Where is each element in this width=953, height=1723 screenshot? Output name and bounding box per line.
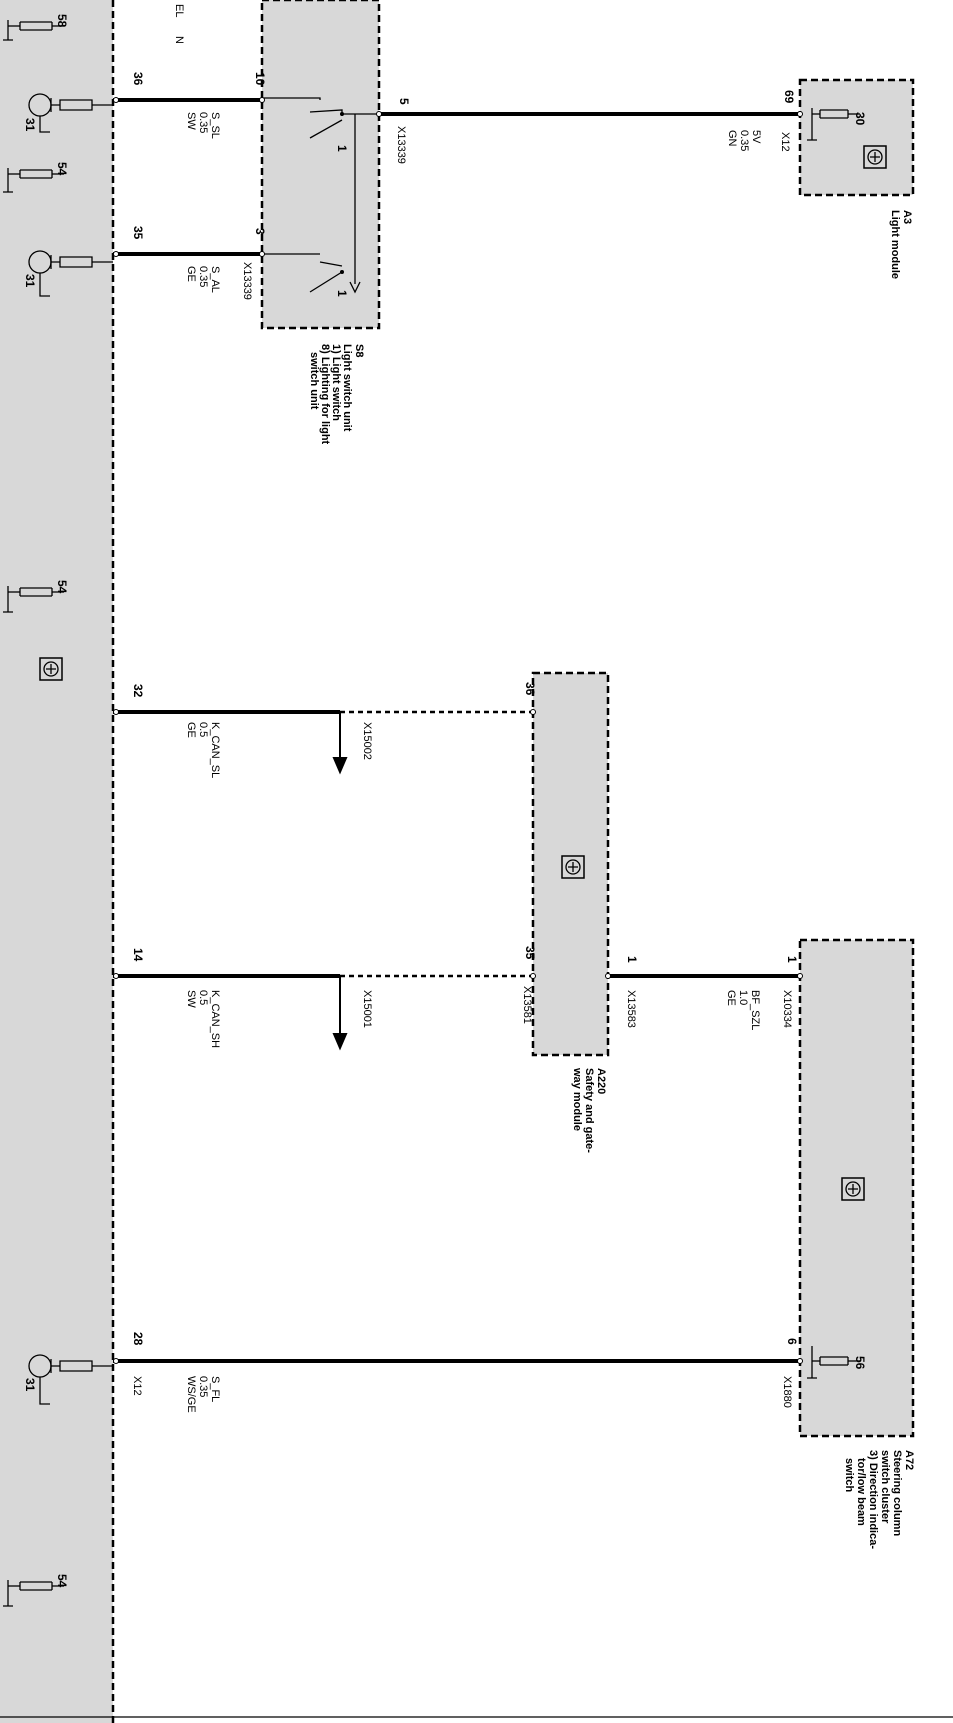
left-module-icon: [39, 657, 63, 681]
wire-signal: K_CAN_SH: [209, 990, 221, 1048]
gateway-module-icon: [561, 855, 585, 879]
light-module-signal: 5V: [750, 130, 762, 144]
transistor-number: 31: [23, 118, 37, 132]
wire-color: SW: [185, 112, 197, 130]
gateway-module-box: [531, 671, 610, 1057]
wire-signal: S_FL: [209, 1376, 221, 1402]
switch-contact-label: 1: [335, 145, 349, 152]
light-module-box: [798, 78, 915, 197]
wire-gauge: 0.5: [197, 722, 209, 737]
pin-left: 32: [131, 684, 145, 698]
steering-desc-line: 3) Direction indica-: [867, 1450, 879, 1549]
gateway-module-id: A220: [595, 1068, 607, 1094]
wire-color: WS/GE: [185, 1376, 197, 1413]
gateway-module-desc-line: Safety and gate-: [583, 1068, 595, 1153]
steering-desc-line: switch: [843, 1458, 855, 1493]
steering-color: GE: [725, 990, 737, 1006]
arrow-down: [332, 976, 348, 1051]
light-module-id: A3: [901, 210, 913, 224]
steering-pin: 1: [785, 956, 799, 963]
switch-desc-line: 1) Light switch: [330, 344, 342, 421]
steering-desc-line: tor/low beam: [855, 1458, 867, 1526]
steering-switch-id: A72: [903, 1450, 915, 1470]
wire-color: SW: [185, 990, 197, 1008]
wire-color: GE: [185, 722, 197, 738]
steering-desc-line: switch cluster: [879, 1450, 891, 1524]
light-module-pin: 69: [782, 90, 796, 104]
switch-out-pin: 5: [397, 98, 411, 105]
wire-gauge: 0.5: [197, 990, 209, 1005]
gateway-module-desc-line: way module: [571, 1067, 583, 1131]
switch-out-connector: X13339: [395, 126, 407, 164]
light-module-name: Light module: [889, 210, 901, 279]
pin-right: 6: [785, 1338, 799, 1345]
connector-label: X15002: [361, 722, 373, 760]
steering-switch-box: [798, 938, 915, 1438]
switch-contacts: 1 1: [262, 97, 379, 297]
connector-label: X15001: [361, 990, 373, 1028]
steering-connector: X10334: [781, 990, 793, 1028]
connector-label: X12: [131, 1376, 143, 1396]
switch-desc-line: Light switch unit: [341, 344, 353, 432]
ground-symbol-54: 54: [3, 580, 69, 613]
transistor-symbol: 31: [23, 93, 113, 133]
ground-number: 54: [55, 162, 69, 176]
switch-contact-label: 1: [335, 290, 349, 297]
gateway-connector: X13583: [625, 990, 637, 1028]
transistor-symbol: 31: [23, 1354, 113, 1405]
left-partial-label-1: EL: [173, 4, 185, 17]
pin-left: 35: [131, 226, 145, 240]
steering-gauge: 1.0: [737, 990, 749, 1005]
steering-signal: BF_SZL: [749, 990, 761, 1030]
transistor-number: 31: [23, 274, 37, 288]
ground-symbol-54: 54: [3, 1574, 69, 1607]
ground-number: 58: [55, 14, 69, 28]
switch-id: S8: [353, 344, 365, 357]
wire-gauge: 0.35: [197, 112, 209, 133]
pin-left: 28: [131, 1332, 145, 1346]
switch-desc-line: 8) Lighting for light: [319, 344, 331, 445]
arrow-down: [332, 712, 348, 775]
ground-symbol-58: 58: [3, 14, 69, 41]
left-control-unit: [0, 0, 113, 1723]
wire-gauge: 0.35: [197, 1376, 209, 1397]
light-switch-unit-box: [260, 0, 381, 330]
wire-signal: K_CAN_SL: [209, 722, 221, 778]
connector-label: X13339: [241, 262, 253, 300]
wire-gauge: 0.35: [197, 266, 209, 287]
connector-label: X1880: [781, 1376, 793, 1408]
pin-right: 10: [253, 72, 267, 86]
connector-label: X13581: [521, 986, 533, 1024]
ground-symbol-54: 54: [3, 162, 69, 193]
pin-left: 14: [131, 948, 145, 962]
ground-number: 30: [853, 112, 867, 126]
light-module-ground: 30: [807, 108, 867, 141]
pin-right: 35: [523, 946, 537, 960]
ground-number: 54: [55, 580, 69, 594]
pin-right: 3: [253, 228, 267, 235]
steering-desc-line: Steering column: [891, 1450, 903, 1536]
steering-switch-icon: [841, 1177, 865, 1201]
light-module-icon: [863, 145, 887, 169]
light-module-color: GN: [726, 130, 738, 147]
transistor-symbol: 31: [23, 250, 113, 297]
ground-number: 56: [853, 1356, 867, 1370]
wire-color: GE: [185, 266, 197, 282]
gateway-pin: 1: [625, 956, 639, 963]
wire-signal: S_AL: [209, 266, 221, 293]
light-module-connector: X12: [779, 132, 791, 152]
pin-left: 36: [131, 72, 145, 86]
light-module-gauge: 0.35: [738, 130, 750, 151]
left-partial-label-2: N: [173, 36, 185, 44]
wire-signal: S_SL: [209, 112, 221, 139]
switch-desc-line: switch unit: [308, 352, 320, 410]
ground-number: 54: [55, 1574, 69, 1588]
transistor-number: 31: [23, 1378, 37, 1392]
pin-dots: [113, 97, 803, 1364]
steering-switch-ground: 56: [807, 1346, 867, 1379]
pin-right: 36: [523, 682, 537, 696]
